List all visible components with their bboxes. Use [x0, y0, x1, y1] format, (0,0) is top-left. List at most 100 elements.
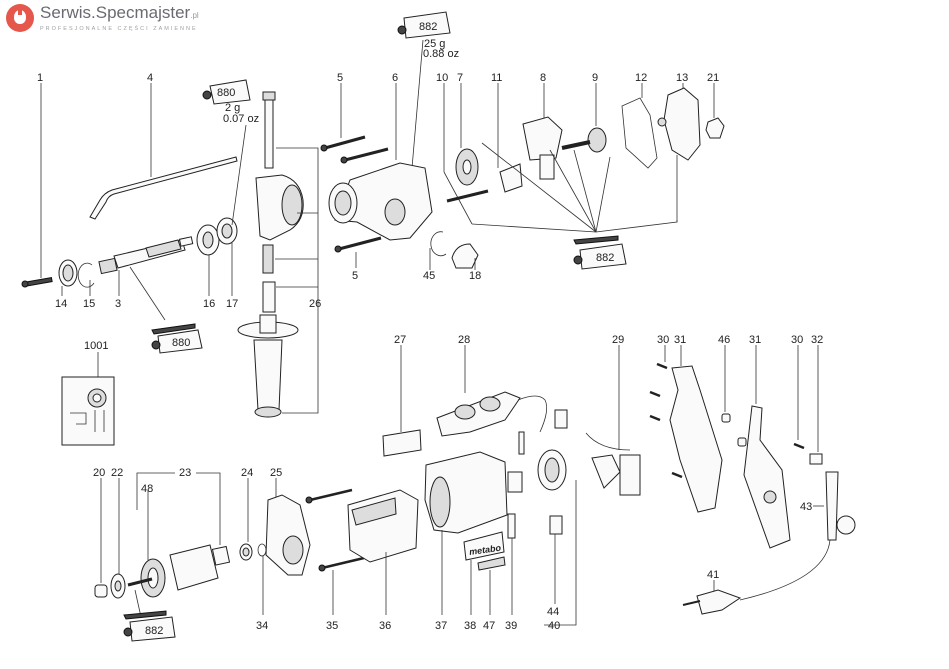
label-28: 28 [458, 334, 470, 346]
label-14: 14 [55, 298, 67, 310]
part-31-handle-half-right[interactable] [743, 345, 791, 549]
part-40-brush-holder[interactable] [537, 449, 577, 626]
label-17: 17 [226, 298, 238, 310]
label-27: 27 [394, 334, 406, 346]
label-40: 40 [548, 620, 560, 632]
part-29-switch[interactable] [585, 345, 641, 496]
wrench-logo-icon [6, 4, 34, 32]
label-41: 41 [707, 569, 719, 581]
part-8-gear-cage[interactable] [522, 83, 563, 180]
part-39-arrow-label[interactable] [507, 513, 516, 615]
watermark-logo: Serwis.Specmajster.pl PROFESJONALNE CZĘŚ… [6, 4, 199, 32]
part-11-clip[interactable] [497, 83, 523, 193]
label-9: 9 [592, 72, 598, 84]
label-39: 39 [505, 620, 517, 632]
part-41-power-plug[interactable] [682, 580, 742, 615]
svg-text:882: 882 [145, 625, 163, 637]
part-28-cover[interactable] [436, 345, 548, 437]
label-11: 11 [491, 72, 502, 84]
part-22-bearing[interactable] [110, 478, 126, 599]
part-35-screws[interactable] [305, 488, 365, 615]
grease-tube-882-gear: 882 [573, 235, 627, 270]
part-12-gasket[interactable] [621, 83, 658, 169]
brand-tagline: PROFESJONALNE CZĘŚCI ZAMIENNE [40, 26, 198, 32]
label-24: 24 [241, 467, 253, 479]
label-32: 32 [811, 334, 823, 346]
label-30-right: 30 [791, 334, 803, 346]
part-25-bearing-plate[interactable] [265, 478, 311, 576]
label-13: 13 [676, 72, 688, 84]
label-38: 38 [464, 620, 476, 632]
svg-text:882: 882 [596, 252, 614, 264]
part-44-carbon-brush[interactable] [549, 515, 563, 604]
part-32-cable-clamp[interactable] [809, 345, 823, 465]
part-43-cable-sleeve[interactable] [739, 471, 856, 601]
label-3: 3 [115, 298, 121, 310]
label-47: 47 [483, 620, 495, 632]
label-31-left: 31 [674, 334, 686, 346]
label-21: 21 [707, 72, 719, 84]
label-10: 10 [436, 72, 448, 84]
part-5-screw-lower[interactable] [334, 236, 382, 268]
label-30-left: 30 [657, 334, 669, 346]
part-14-seal[interactable] [58, 259, 78, 296]
part-45-circlip[interactable] [429, 231, 447, 270]
part-26-side-handle[interactable] [237, 91, 319, 418]
label-20: 20 [93, 467, 105, 479]
part-13-gear-cover[interactable] [657, 83, 701, 161]
label-8: 8 [540, 72, 546, 84]
label-37: 37 [435, 620, 447, 632]
part-5-screw-upper[interactable] [320, 83, 389, 164]
part-18-switch-knob[interactable] [451, 243, 479, 270]
label-1001: 1001 [84, 340, 108, 352]
label-34: 34 [256, 620, 268, 632]
grease-tube-880-shaft: 880 [151, 323, 203, 354]
part-15-circlip[interactable] [77, 262, 95, 296]
part-17-bearing[interactable] [216, 124, 247, 296]
part-34-o-ring[interactable] [257, 543, 267, 615]
label-7: 7 [457, 72, 463, 84]
label-45: 45 [423, 270, 435, 282]
label-35: 35 [326, 620, 338, 632]
part-47-rating-plate[interactable] [477, 556, 506, 615]
part-1-screw[interactable] [21, 83, 53, 288]
part-1001-label-plate[interactable] [61, 352, 115, 446]
label-1: 1 [37, 72, 43, 84]
label-18: 18 [469, 270, 481, 282]
part-31-handle-half-left[interactable] [669, 345, 723, 513]
label-15: 15 [83, 298, 95, 310]
part-3-spindle[interactable] [98, 236, 194, 321]
part-7-gear[interactable] [455, 83, 479, 186]
part-10-pin[interactable] [443, 83, 489, 225]
label-44: 44 [547, 606, 559, 618]
part-30-screws-left[interactable] [649, 345, 683, 479]
grease-amount-oz-882: 0.88 oz [423, 48, 459, 60]
part-24-bearing[interactable] [239, 478, 253, 561]
label-12: 12 [635, 72, 647, 84]
label-29: 29 [612, 334, 624, 346]
part-9-pinion[interactable] [561, 83, 607, 153]
part-38-nameplate[interactable]: metabo [463, 531, 505, 615]
label-22: 22 [111, 467, 123, 479]
part-20-bushing[interactable] [94, 478, 108, 598]
part-21-nut[interactable] [705, 83, 725, 139]
label-4: 4 [147, 72, 153, 84]
part-27-label[interactable] [382, 345, 422, 457]
brand-name: Serwis.Specmajster.pl [40, 3, 199, 22]
part-46-spacer[interactable] [721, 345, 747, 447]
label-16: 16 [203, 298, 215, 310]
grease-tube-882-armature: 882 [123, 589, 176, 642]
label-26: 26 [309, 298, 321, 310]
svg-text:882: 882 [419, 21, 437, 33]
part-37-motor-housing[interactable] [424, 451, 523, 615]
label-6: 6 [392, 72, 398, 84]
grease-leader-lines [471, 142, 678, 233]
part-4-rod[interactable] [89, 83, 238, 220]
part-6-gear-housing[interactable] [328, 83, 433, 241]
part-36-stator[interactable] [347, 489, 419, 615]
svg-text:880: 880 [172, 337, 190, 349]
part-30-screw-right[interactable] [793, 345, 805, 450]
part-16-bearing[interactable] [196, 224, 220, 296]
part-23-armature[interactable] [127, 472, 231, 598]
